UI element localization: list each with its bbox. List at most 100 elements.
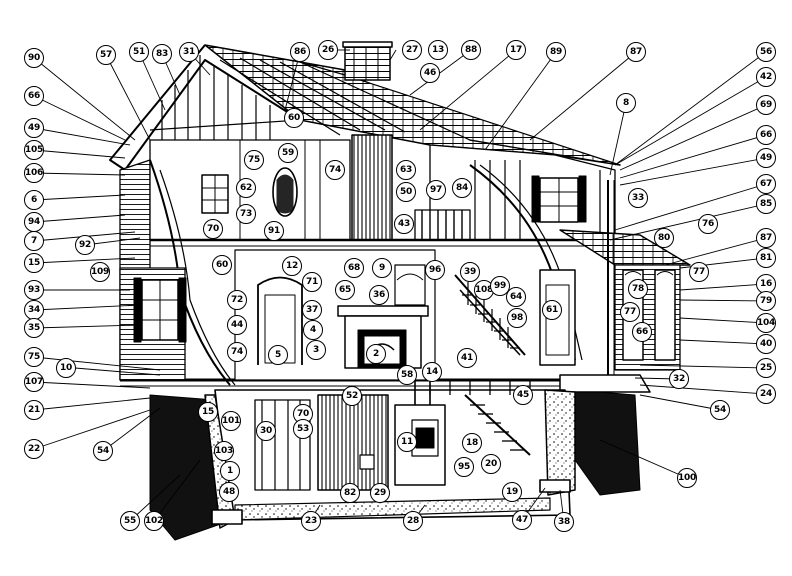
callout-4: 4: [303, 320, 323, 340]
callout-74: 74: [325, 160, 345, 180]
callout-23: 23: [301, 511, 321, 531]
callout-99: 99: [490, 276, 510, 296]
callout-83: 83: [152, 44, 172, 64]
callout-60: 60: [212, 255, 232, 275]
callout-27: 27: [402, 40, 422, 60]
callout-79: 79: [756, 291, 776, 311]
callout-35: 35: [24, 318, 44, 338]
callout-52: 52: [342, 386, 362, 406]
callout-109: 109: [90, 262, 110, 282]
callout-86: 86: [290, 42, 310, 62]
callout-78: 78: [628, 279, 648, 299]
callout-15: 15: [24, 253, 44, 273]
callout-31: 31: [179, 42, 199, 62]
callout-41: 41: [457, 348, 477, 368]
callout-66: 66: [756, 125, 776, 145]
callout-45: 45: [513, 385, 533, 405]
callout-34: 34: [24, 300, 44, 320]
callout-62: 62: [236, 178, 256, 198]
callout-3: 3: [306, 340, 326, 360]
callout-63: 63: [396, 160, 416, 180]
callout-98: 98: [507, 308, 527, 328]
callout-73: 73: [236, 204, 256, 224]
callout-102: 102: [144, 511, 164, 531]
callout-18: 18: [462, 433, 482, 453]
callout-101: 101: [221, 411, 241, 431]
callout-19: 19: [502, 482, 522, 502]
callout-67: 67: [756, 174, 776, 194]
callout-9: 9: [372, 258, 392, 278]
callout-100: 100: [677, 468, 697, 488]
callout-28: 28: [403, 511, 423, 531]
callout-39: 39: [460, 262, 480, 282]
callout-51: 51: [129, 42, 149, 62]
callout-76: 76: [698, 214, 718, 234]
callout-46: 46: [420, 63, 440, 83]
callout-33: 33: [628, 188, 648, 208]
callout-12: 12: [282, 256, 302, 276]
callout-92: 92: [75, 235, 95, 255]
callout-29: 29: [370, 483, 390, 503]
callout-84: 84: [452, 178, 472, 198]
callout-74: 74: [227, 342, 247, 362]
callout-96: 96: [425, 260, 445, 280]
callout-38: 38: [554, 512, 574, 532]
callout-1: 1: [220, 461, 240, 481]
callout-10: 10: [56, 358, 76, 378]
callout-90: 90: [24, 48, 44, 68]
callout-7: 7: [24, 231, 44, 251]
callout-94: 94: [24, 212, 44, 232]
callout-25: 25: [756, 358, 776, 378]
callout-69: 69: [756, 95, 776, 115]
callout-77: 77: [689, 262, 709, 282]
callout-105: 105: [24, 140, 44, 160]
callout-47: 47: [512, 510, 532, 530]
callout-72: 72: [227, 290, 247, 310]
callout-104: 104: [756, 313, 776, 333]
callout-40: 40: [756, 334, 776, 354]
callout-17: 17: [506, 40, 526, 60]
callout-88: 88: [461, 40, 481, 60]
callout-77: 77: [620, 302, 640, 322]
callout-21: 21: [24, 400, 44, 420]
callout-44: 44: [227, 315, 247, 335]
callout-20: 20: [481, 454, 501, 474]
callout-80: 80: [654, 228, 674, 248]
callout-2: 2: [366, 344, 386, 364]
callout-106: 106: [24, 163, 44, 183]
callout-53: 53: [293, 419, 313, 439]
callout-85: 85: [756, 194, 776, 214]
callout-75: 75: [24, 347, 44, 367]
callout-87: 87: [626, 42, 646, 62]
callout-50: 50: [396, 182, 416, 202]
callout-55: 55: [120, 511, 140, 531]
callout-89: 89: [546, 42, 566, 62]
callout-95: 95: [454, 457, 474, 477]
callout-65: 65: [335, 280, 355, 300]
callout-54: 54: [93, 441, 113, 461]
callout-37: 37: [302, 300, 322, 320]
callout-14: 14: [422, 362, 442, 382]
callout-59: 59: [278, 143, 298, 163]
callout-30: 30: [256, 421, 276, 441]
callout-49: 49: [756, 148, 776, 168]
callout-93: 93: [24, 280, 44, 300]
callout-87: 87: [756, 228, 776, 248]
callout-70: 70: [203, 219, 223, 239]
callout-107: 107: [24, 372, 44, 392]
callout-66: 66: [24, 86, 44, 106]
callout-68: 68: [344, 258, 364, 278]
callout-22: 22: [24, 439, 44, 459]
callout-71: 71: [302, 272, 322, 292]
callout-61: 61: [542, 300, 562, 320]
callout-97: 97: [426, 180, 446, 200]
callout-66: 66: [632, 322, 652, 342]
callout-60: 60: [284, 108, 304, 128]
callout-81: 81: [756, 248, 776, 268]
callout-24: 24: [756, 384, 776, 404]
callout-26: 26: [318, 40, 338, 60]
callout-75: 75: [244, 150, 264, 170]
callout-8: 8: [616, 93, 636, 113]
